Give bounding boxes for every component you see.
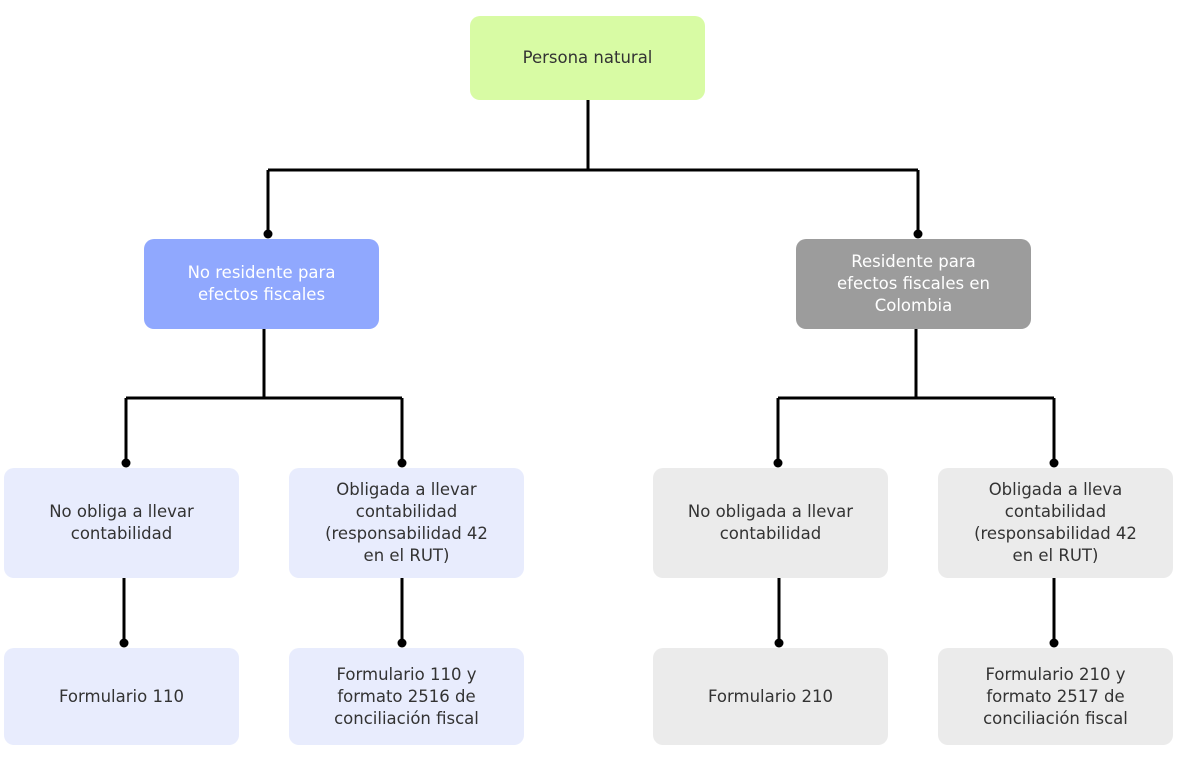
connector-dot-r-form-210 <box>774 638 784 648</box>
node-r-form-210: Formulario 210 <box>653 648 888 745</box>
connector-dot-r-no-accounting <box>773 458 783 468</box>
connector-dot-nr-accounting <box>397 458 407 468</box>
connector-dot-nr-form-110 <box>119 638 129 648</box>
root-connectors <box>266 100 920 234</box>
node-nr-accounting: Obligada a llevar contabilidad (responsa… <box>289 468 524 578</box>
connector-dot-non-resident <box>263 229 273 239</box>
node-r-accounting: Obligada a lleva contabilidad (responsab… <box>938 468 1173 578</box>
node-persona-natural: Persona natural <box>470 16 705 100</box>
resident-connectors <box>776 329 1056 463</box>
connector-dot-nr-form-110-2516 <box>397 638 407 648</box>
non-resident-connectors <box>124 329 404 463</box>
connector-dot-resident <box>913 229 923 239</box>
connector-dot-r-form-210-2517 <box>1049 638 1059 648</box>
node-r-no-accounting: No obligada a llevar contabilidad <box>653 468 888 578</box>
node-non-resident: No residente para efectos fiscales <box>144 239 379 329</box>
node-nr-form-110: Formulario 110 <box>4 648 239 745</box>
node-nr-form-110-2516: Formulario 110 y formato 2516 de concili… <box>289 648 524 745</box>
node-r-form-210-2517: Formulario 210 y formato 2517 de concili… <box>938 648 1173 745</box>
form-connectors <box>122 578 1056 643</box>
node-nr-no-accounting: No obliga a llevar contabilidad <box>4 468 239 578</box>
connector-dot-nr-no-accounting <box>121 458 131 468</box>
connector-dot-r-accounting <box>1049 458 1059 468</box>
node-resident: Residente para efectos fiscales en Colom… <box>796 239 1031 329</box>
